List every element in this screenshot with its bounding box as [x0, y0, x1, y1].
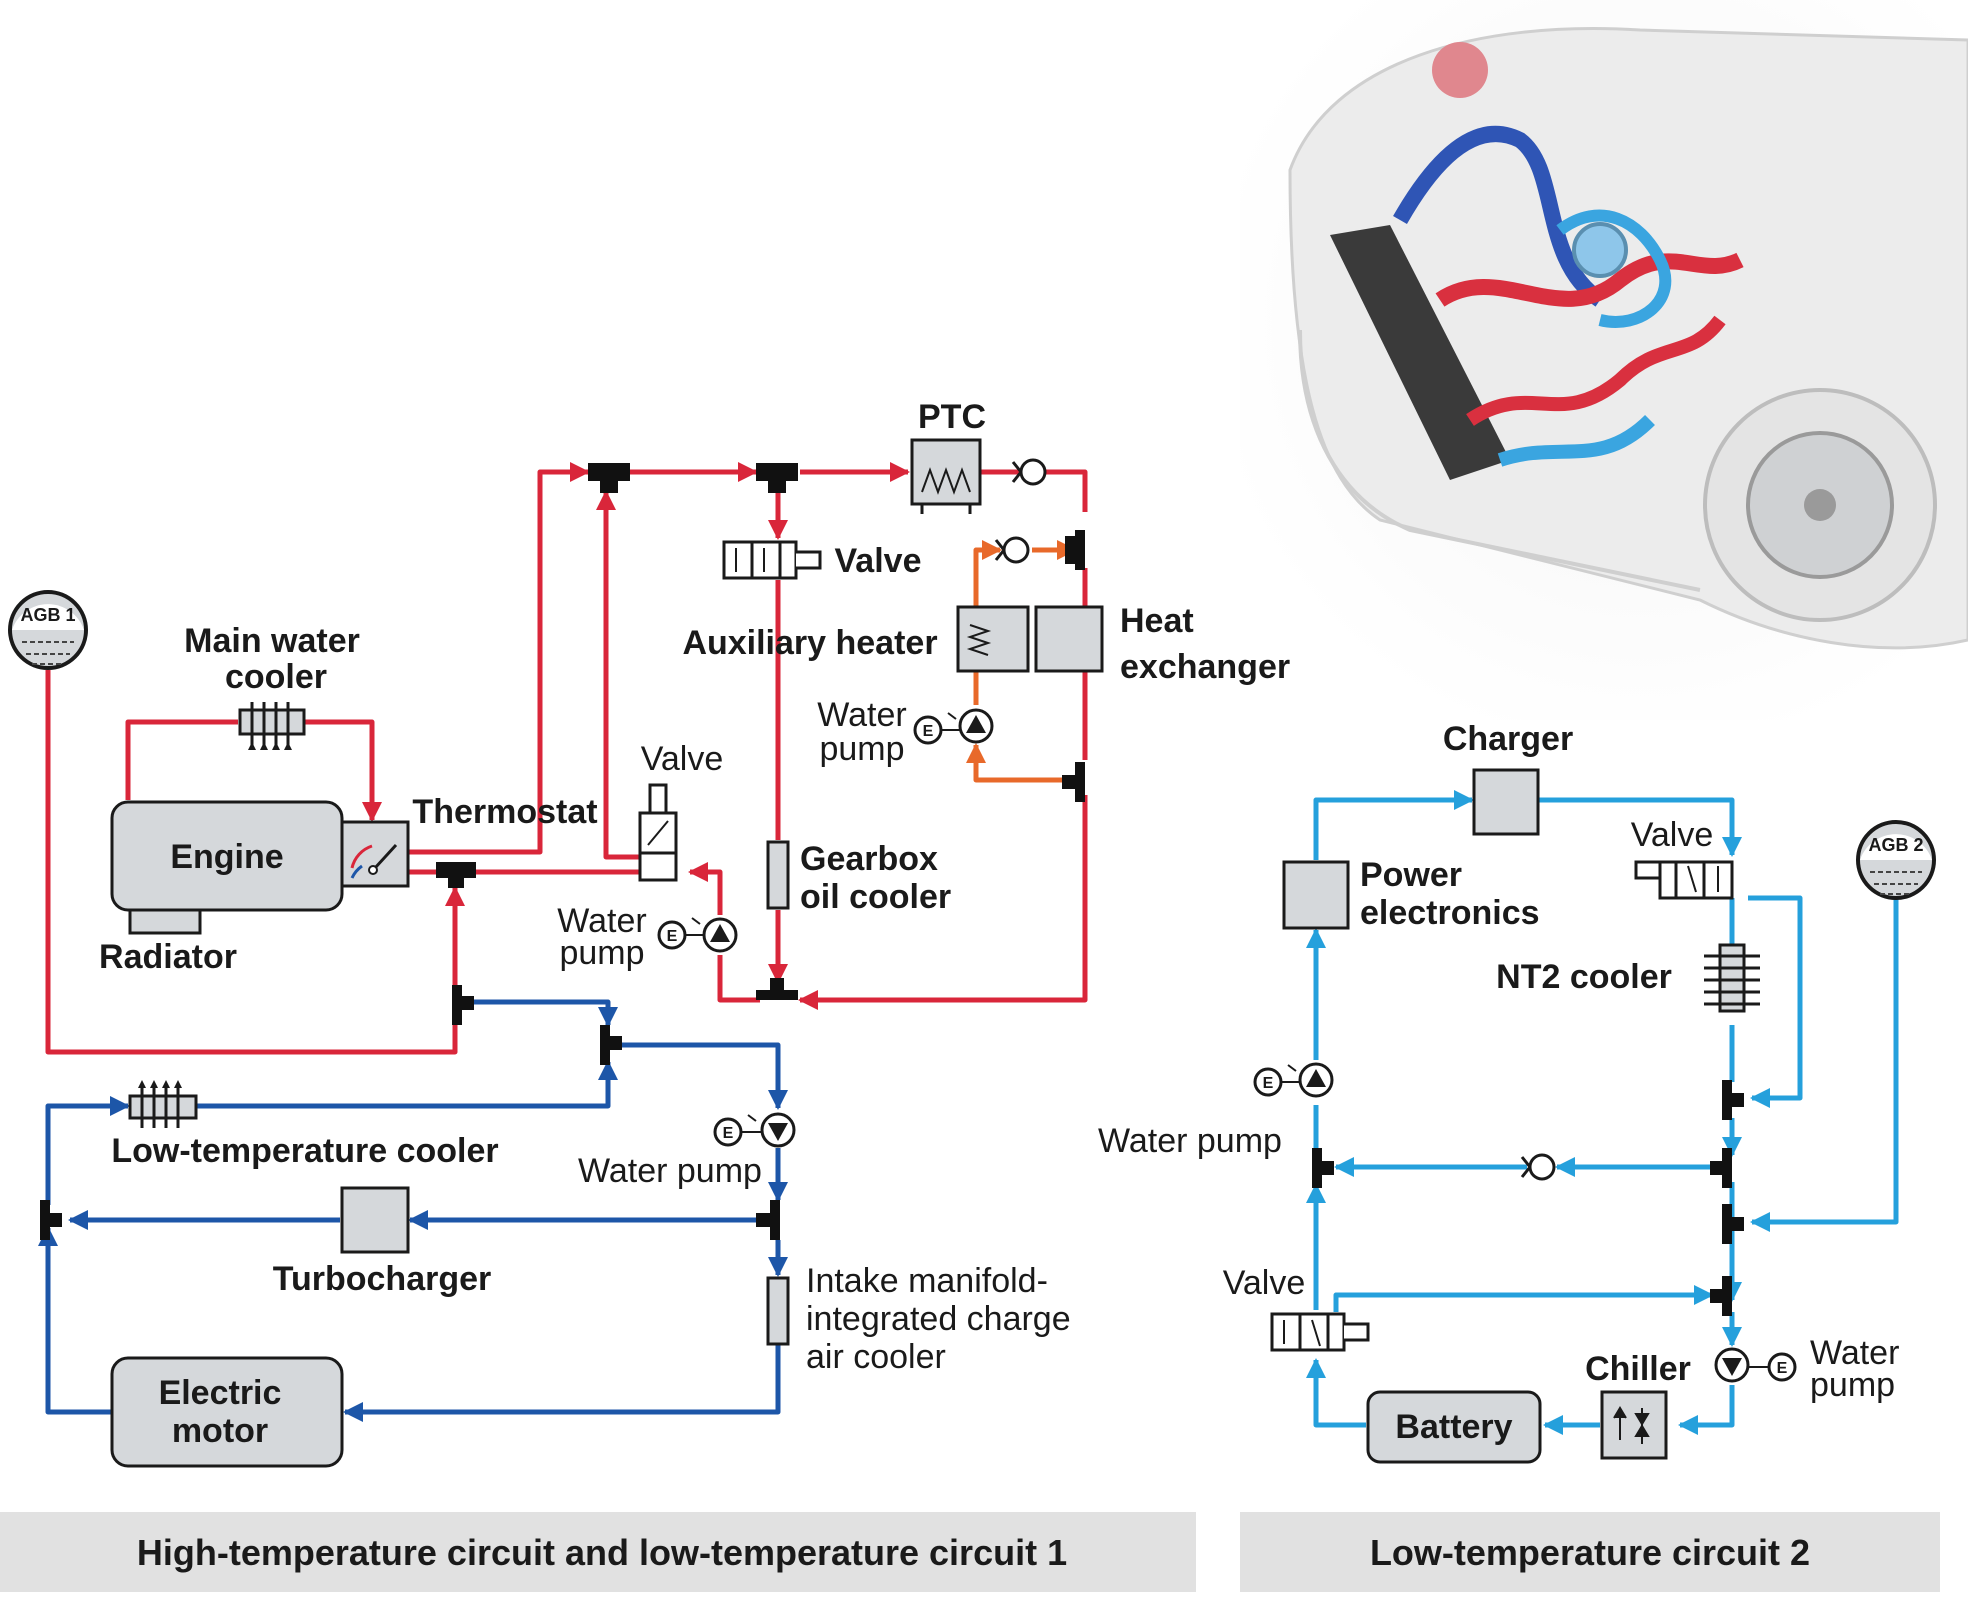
tee-junction	[40, 1200, 62, 1240]
tee-junction	[1065, 530, 1085, 570]
auxiliary-heater: Auxiliary heater	[682, 605, 1030, 673]
valve-top-c2-label: Valve	[1631, 816, 1714, 854]
check-valve-c2	[1520, 1153, 1556, 1181]
agb2-label: AGB 2	[1868, 835, 1923, 855]
heat-exchanger-label-1: Heat	[1120, 602, 1194, 640]
top-valve: Valve	[722, 540, 922, 580]
water-pump-right-c2: E Water pump	[1714, 1334, 1899, 1404]
top-valve-label: Valve	[835, 542, 922, 580]
tee-junction	[1710, 1276, 1732, 1316]
auxiliary-heater-label: Auxiliary heater	[682, 624, 937, 662]
tee-junction	[452, 985, 474, 1025]
circuit1-pipes	[38, 462, 1088, 1422]
intake-label-2: integrated charge	[806, 1300, 1071, 1338]
power-electronics: Power electronics	[1282, 856, 1540, 932]
tee-junction	[756, 1200, 780, 1240]
water-pump-left-c2: E Water pump	[1098, 1062, 1334, 1160]
water-pump-c-label: Water pump	[578, 1152, 762, 1190]
water-pump-b-label-2: pump	[819, 730, 904, 768]
low-temperature-cooler-label: Low-temperature cooler	[111, 1132, 498, 1170]
pump-e-label: E	[1263, 1075, 1274, 1092]
charger: Charger	[1443, 720, 1573, 836]
tee-junction	[1722, 1080, 1744, 1120]
pump-e-label: E	[1777, 1360, 1788, 1377]
valve-bottom-c2-label: Valve	[1223, 1264, 1306, 1302]
caption-2: Low-temperature circuit 2	[1370, 1532, 1810, 1573]
thermostat-label: Thermostat	[412, 793, 597, 831]
ptc-label: PTC	[918, 398, 986, 436]
tee-junction	[1722, 1204, 1744, 1244]
nt2-cooler: NT2 cooler	[1496, 943, 1760, 1013]
tee-junction	[600, 1025, 622, 1065]
intake-label-1: Intake manifold-	[806, 1262, 1048, 1300]
tee-junction	[756, 978, 798, 1000]
thermostat: Thermostat	[340, 793, 598, 888]
engine: Engine Radiator	[99, 800, 344, 976]
radiator-label: Radiator	[99, 938, 237, 976]
water-pump-c: E Water pump	[578, 1112, 796, 1190]
caption-1: High-temperature circuit and low-tempera…	[137, 1532, 1067, 1573]
turbocharger-label: Turbocharger	[273, 1260, 492, 1298]
valve-bottom-c2: Valve	[1223, 1264, 1370, 1352]
water-pump-a-label-1: Water	[557, 902, 646, 940]
tee-junction	[1062, 762, 1085, 802]
tee-junction	[756, 463, 798, 493]
electric-motor-label-2: motor	[172, 1412, 268, 1450]
water-pump-right-label-1: Water	[1810, 1334, 1899, 1372]
water-pump-b: E Water pump	[817, 696, 994, 768]
water-pump-right-label-2: pump	[1810, 1366, 1895, 1404]
gearbox-label-1: Gearbox	[800, 840, 938, 878]
small-valve-label: Valve	[641, 740, 724, 778]
water-pump-a-label-2: pump	[559, 934, 644, 972]
main-water-cooler-label-2: cooler	[225, 658, 327, 696]
low-temperature-cooler: Low-temperature cooler	[111, 1080, 499, 1170]
tee-junction	[1312, 1148, 1334, 1188]
battery: Battery	[1366, 1390, 1542, 1464]
intake-label-3: air cooler	[806, 1338, 946, 1376]
small-valve: Valve	[638, 740, 724, 882]
chiller: Chiller	[1585, 1350, 1691, 1460]
power-electronics-label-2: electronics	[1360, 894, 1540, 932]
check-valve-ptc	[1011, 458, 1047, 486]
heat-exchanger-label-2: exchanger	[1120, 648, 1290, 686]
pump-e-label: E	[667, 928, 678, 945]
ptc-heater: PTC	[910, 398, 986, 514]
battery-label: Battery	[1395, 1408, 1512, 1446]
agb1-tank: AGB 1	[8, 590, 88, 670]
water-pump-b-label-1: Water	[817, 696, 906, 734]
engine-label: Engine	[170, 838, 283, 876]
tee-junction	[588, 463, 630, 493]
car-illustration	[1240, 0, 1968, 720]
pump-e-label: E	[923, 723, 934, 740]
agb2-tank: AGB 2	[1856, 820, 1936, 900]
caption-bar-2: Low-temperature circuit 2	[1240, 1512, 1940, 1592]
chiller-label: Chiller	[1585, 1350, 1691, 1388]
power-electronics-label-1: Power	[1360, 856, 1462, 894]
electric-motor-label-1: Electric	[159, 1374, 282, 1412]
water-pump-a: E Water pump	[557, 902, 738, 972]
pump-e-label: E	[723, 1125, 734, 1142]
agb1-label: AGB 1	[20, 605, 75, 625]
nt2-cooler-label: NT2 cooler	[1496, 958, 1672, 996]
charge-air-cooler: Intake manifold- integrated charge air c…	[766, 1262, 1071, 1376]
charger-label: Charger	[1443, 720, 1573, 758]
main-water-cooler: Main water cooler	[184, 622, 360, 750]
heat-exchanger: Heat exchanger	[1034, 602, 1290, 686]
electric-motor: Electric motor	[110, 1356, 344, 1468]
caption-bar-1: High-temperature circuit and low-tempera…	[0, 1512, 1196, 1592]
gearbox-oil-cooler: Gearbox oil cooler	[766, 840, 951, 916]
main-water-cooler-label-1: Main water	[184, 622, 360, 660]
tee-junction	[1710, 1148, 1732, 1188]
gearbox-label-2: oil cooler	[800, 878, 951, 916]
turbocharger: Turbocharger	[273, 1186, 492, 1298]
tee-junction	[436, 862, 476, 888]
check-valve-heater	[994, 536, 1030, 564]
valve-top-c2: Valve	[1631, 816, 1734, 900]
tee-junctions	[40, 463, 1744, 1316]
water-pump-left-c2-label: Water pump	[1098, 1122, 1282, 1160]
